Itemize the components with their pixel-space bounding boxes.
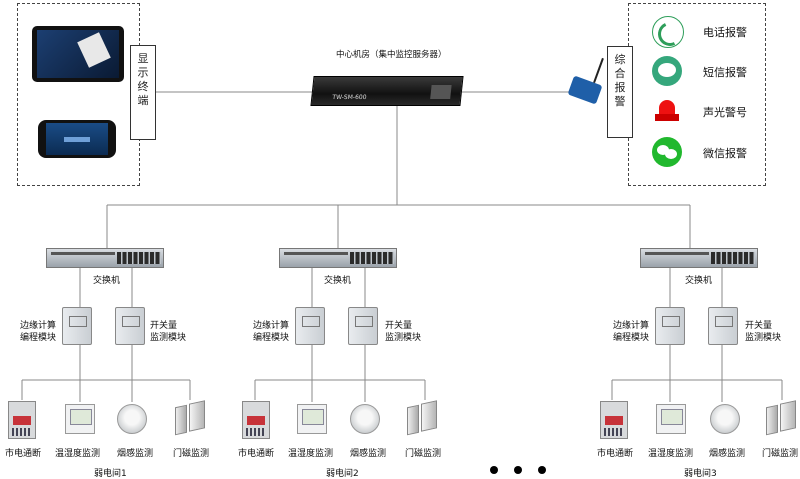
switch-module-label-3: 开关量监测模块 bbox=[745, 321, 782, 343]
switch-2 bbox=[279, 248, 397, 268]
device-label-2-0: 市电通断 bbox=[238, 449, 275, 459]
switch-1 bbox=[46, 248, 164, 268]
sms-icon bbox=[652, 56, 682, 86]
device-label-3-3: 门磁监测 bbox=[762, 449, 799, 459]
wechat-icon bbox=[652, 137, 682, 167]
door-sensor-2 bbox=[405, 400, 439, 434]
more-dot-1 bbox=[490, 466, 498, 474]
more-dot-2 bbox=[514, 466, 522, 474]
device-label-1-3: 门磁监测 bbox=[173, 449, 210, 459]
edge-module-2 bbox=[295, 307, 325, 345]
siren-icon bbox=[652, 98, 682, 126]
alarm-item-siren: 声光警号 bbox=[703, 106, 747, 119]
power-meter-1 bbox=[8, 401, 36, 439]
alarm-item-phone: 电话报警 bbox=[703, 26, 747, 39]
device-label-3-1: 温湿度监测 bbox=[648, 449, 694, 459]
temp-humidity-sensor-2 bbox=[297, 404, 327, 434]
server-image: TW-SM-600 bbox=[310, 76, 464, 106]
server-model-label: TW-SM-600 bbox=[331, 94, 367, 101]
switch-module-label-1: 开关量监测模块 bbox=[150, 321, 187, 343]
room-label-2: 弱电间2 bbox=[326, 469, 359, 479]
tablet-image bbox=[32, 26, 124, 82]
switch-module-3 bbox=[708, 307, 738, 345]
door-sensor-1 bbox=[173, 400, 207, 434]
room-label-1: 弱电间1 bbox=[94, 469, 127, 479]
device-label-1-1: 温湿度监测 bbox=[55, 449, 101, 459]
device-label-1-2: 烟感监测 bbox=[117, 449, 154, 459]
room-label-3: 弱电间3 bbox=[684, 469, 717, 479]
device-label-2-1: 温湿度监测 bbox=[288, 449, 334, 459]
device-label-2-3: 门磁监测 bbox=[405, 449, 442, 459]
phone-icon bbox=[652, 16, 686, 50]
edge-module-label-1: 边缘计算编程模块 bbox=[20, 321, 57, 343]
alarm-item-sms: 短信报警 bbox=[703, 66, 747, 79]
device-label-3-2: 烟感监测 bbox=[709, 449, 746, 459]
device-label-3-0: 市电通断 bbox=[597, 449, 634, 459]
phone-image bbox=[38, 120, 116, 158]
temp-humidity-sensor-3 bbox=[656, 404, 686, 434]
edge-module-label-3: 边缘计算编程模块 bbox=[613, 321, 650, 343]
smoke-detector-1 bbox=[117, 404, 147, 434]
temp-humidity-sensor-1 bbox=[65, 404, 95, 434]
device-label-2-2: 烟感监测 bbox=[350, 449, 387, 459]
power-meter-2 bbox=[242, 401, 270, 439]
more-dot-3 bbox=[538, 466, 546, 474]
smoke-detector-2 bbox=[350, 404, 380, 434]
switch-label-3: 交换机 bbox=[685, 276, 713, 286]
switch-3 bbox=[640, 248, 758, 268]
edge-module-label-2: 边缘计算编程模块 bbox=[253, 321, 290, 343]
switch-module-2 bbox=[348, 307, 378, 345]
power-meter-3 bbox=[600, 401, 628, 439]
server-title: 中心机房（集中监控服务器） bbox=[336, 50, 447, 60]
switch-label-2: 交换机 bbox=[324, 276, 352, 286]
display-terminal-label: 显 示 终 端 bbox=[130, 45, 156, 140]
switch-module-label-2: 开关量监测模块 bbox=[385, 321, 422, 343]
alarm-label: 综 合 报 警 bbox=[607, 46, 633, 138]
device-label-1-0: 市电通断 bbox=[5, 449, 42, 459]
switch-module-1 bbox=[115, 307, 145, 345]
edge-module-3 bbox=[655, 307, 685, 345]
edge-module-1 bbox=[62, 307, 92, 345]
door-sensor-3 bbox=[764, 400, 798, 434]
alarm-item-wechat: 微信报警 bbox=[703, 147, 747, 160]
switch-label-1: 交换机 bbox=[93, 276, 121, 286]
smoke-detector-3 bbox=[710, 404, 740, 434]
